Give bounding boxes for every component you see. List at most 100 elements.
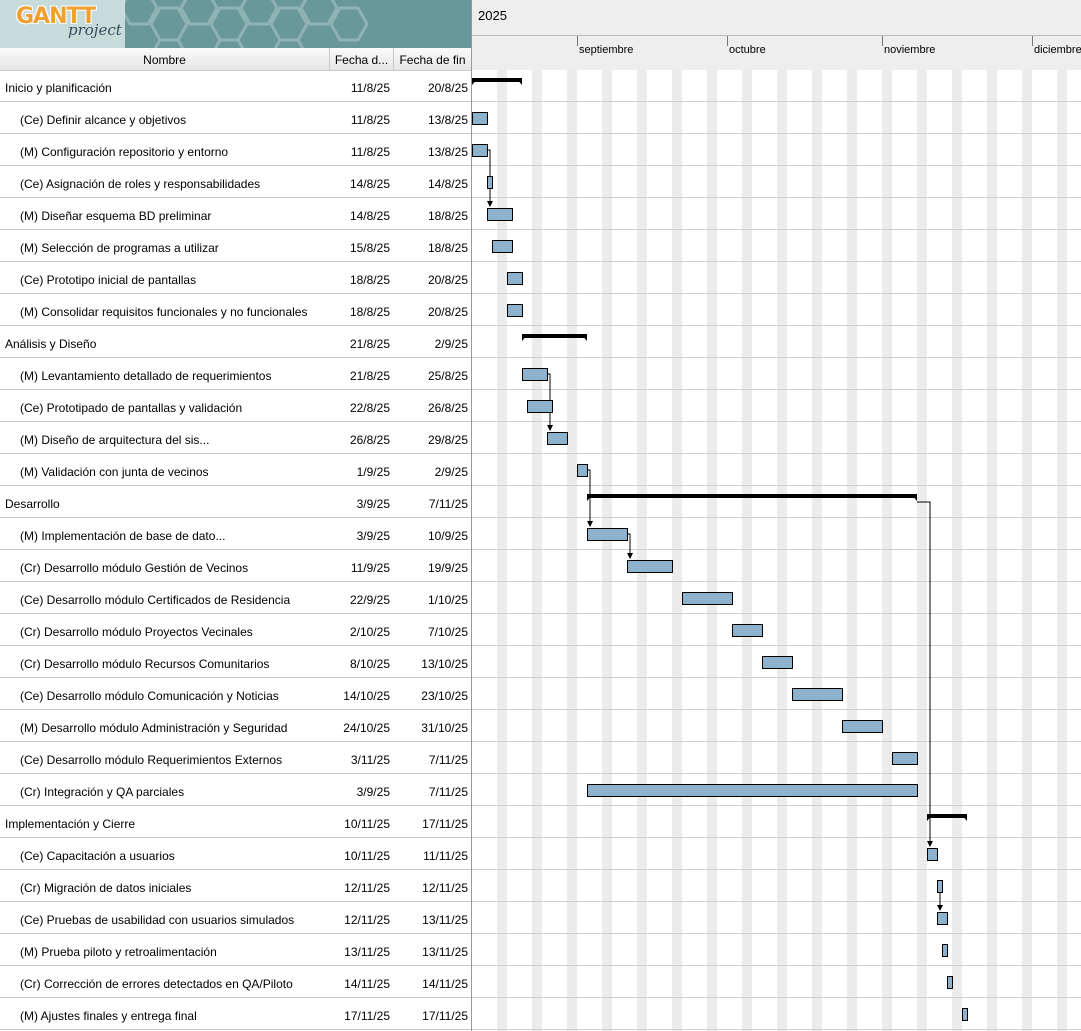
task-bar	[522, 368, 548, 381]
task-start-date: 15/8/25	[349, 241, 390, 255]
task-row[interactable]: (Ce) Desarrollo módulo Certificados de R…	[0, 582, 471, 614]
task-end-date: 17/11/25	[422, 1009, 468, 1023]
month-tick	[577, 36, 578, 46]
task-row[interactable]: (Cr) Desarrollo módulo Recursos Comunita…	[0, 646, 471, 678]
column-header-end[interactable]: Fecha de fin	[399, 53, 466, 67]
task-bar	[792, 688, 843, 701]
task-end-date: 20/8/25	[427, 81, 468, 95]
table-header: Nombre Fecha d... Fecha de fin	[0, 48, 471, 71]
task-bar	[937, 880, 943, 893]
summary-bar	[587, 494, 917, 498]
hexagon-pattern	[0, 0, 369, 48]
weekend-stripe	[917, 70, 927, 1031]
task-end-date: 10/9/25	[427, 529, 468, 543]
task-name: (M) Implementación de base de dato...	[20, 529, 226, 543]
weekend-stripe	[882, 70, 892, 1031]
task-name: (Ce) Desarrollo módulo Comunicación y No…	[20, 689, 279, 703]
task-start-date: 17/11/25	[344, 1009, 390, 1023]
task-end-date: 14/8/25	[427, 177, 468, 191]
column-header-name[interactable]: Nombre	[0, 48, 330, 70]
task-row[interactable]: (Ce) Pruebas de usabilidad con usuarios …	[0, 902, 471, 934]
gantt-chart-area[interactable]	[471, 70, 1081, 1031]
task-row[interactable]: (M) Diseño de arquitectura del sis... 26/…	[0, 422, 471, 454]
task-row[interactable]: (Cr) Migración de datos iniciales 12/11/2…	[0, 870, 471, 902]
task-name: (M) Configuración repositorio y entorno	[20, 145, 229, 159]
task-start-date: 13/11/25	[344, 945, 390, 959]
dependency-arrow-icon	[937, 905, 943, 911]
task-row[interactable]: (M) Consolidar requisitos funcionales y …	[0, 294, 471, 326]
task-start-date: 11/9/25	[350, 561, 390, 575]
task-start-date: 24/10/25	[343, 721, 390, 735]
column-header-start[interactable]: Fecha d...	[330, 48, 394, 70]
summary-bar-end-cap	[911, 494, 917, 501]
weekend-stripe	[847, 70, 857, 1031]
task-bar	[507, 272, 523, 285]
weekend-stripe	[742, 70, 752, 1031]
month-tick	[1032, 36, 1033, 46]
task-name: (Cr) Desarrollo módulo Gestión de Vecino…	[20, 561, 249, 575]
timeline-header: 2025 septiembre octubre noviembre diciem…	[471, 0, 1081, 70]
task-row[interactable]: (M) Implementación de base de dato... 3/9…	[0, 518, 471, 550]
task-bar	[947, 976, 953, 989]
task-start-date: 3/9/25	[356, 529, 390, 543]
task-row[interactable]: (M) Desarrollo módulo Administración y S…	[0, 710, 471, 742]
task-bar	[682, 592, 733, 605]
task-end-date: 7/10/25	[427, 625, 468, 639]
task-row[interactable]: (Cr) Desarrollo módulo Gestión de Vecino…	[0, 550, 471, 582]
dependency-arrow-icon	[487, 201, 493, 207]
task-bar	[627, 560, 673, 573]
weekend-stripe	[1022, 70, 1032, 1031]
task-start-date: 18/8/25	[349, 305, 390, 319]
task-start-date: 21/8/25	[349, 337, 390, 351]
task-row[interactable]: (M) Selección de programas a utilizar 15/…	[0, 230, 471, 262]
task-start-date: 10/11/25	[344, 817, 390, 831]
task-bar	[892, 752, 918, 765]
task-end-date: 7/11/25	[428, 497, 468, 511]
task-row[interactable]: (M) Ajustes finales y entrega final 17/11…	[0, 998, 471, 1030]
task-name: (M) Diseño de arquitectura del sis...	[20, 433, 210, 447]
task-name: (Ce) Capacitación a usuarios	[20, 849, 175, 863]
weekend-stripe	[672, 70, 682, 1031]
task-start-date: 26/8/25	[349, 433, 390, 447]
task-row[interactable]: (Cr) Corrección de errores detectados en…	[0, 966, 471, 998]
task-bar	[527, 400, 553, 413]
weekend-stripe	[497, 70, 507, 1031]
task-row[interactable]: (Cr) Desarrollo módulo Proyectos Vecinal…	[0, 614, 471, 646]
task-start-date: 3/9/25	[356, 785, 390, 799]
task-row[interactable]: (Ce) Prototipado de pantallas y validaci…	[0, 390, 471, 422]
logo-main-text: GANTT	[16, 4, 96, 29]
dependency-link	[917, 501, 931, 845]
task-row[interactable]: (Ce) Desarrollo módulo Comunicación y No…	[0, 678, 471, 710]
task-name: (M) Selección de programas a utilizar	[20, 241, 219, 255]
dependency-arrow-icon	[547, 425, 553, 431]
task-name: (M) Ajustes finales y entrega final	[20, 1009, 197, 1023]
task-bar	[472, 112, 488, 125]
task-name: (Ce) Desarrollo módulo Requerimientos Ex…	[20, 753, 283, 767]
task-bar	[942, 944, 948, 957]
task-name: (Cr) Migración de datos iniciales	[20, 881, 192, 895]
task-row[interactable]: (Ce) Asignación de roles y responsabilid…	[0, 166, 471, 198]
task-row[interactable]: (M) Levantamiento detallado de requerimi…	[0, 358, 471, 390]
task-start-date: 12/11/25	[344, 913, 390, 927]
task-row[interactable]: (Ce) Capacitación a usuarios 10/11/25 11/1…	[0, 838, 471, 870]
task-row[interactable]: (Ce) Desarrollo módulo Requerimientos Ex…	[0, 742, 471, 774]
task-end-date: 12/11/25	[422, 881, 468, 895]
task-start-date: 10/11/25	[344, 849, 390, 863]
task-bar	[547, 432, 568, 445]
summary-bar-end-cap	[516, 78, 522, 85]
task-end-date: 11/11/25	[423, 849, 468, 863]
weekend-stripe	[777, 70, 787, 1031]
task-bar	[842, 720, 883, 733]
task-end-date: 13/11/25	[422, 945, 468, 959]
